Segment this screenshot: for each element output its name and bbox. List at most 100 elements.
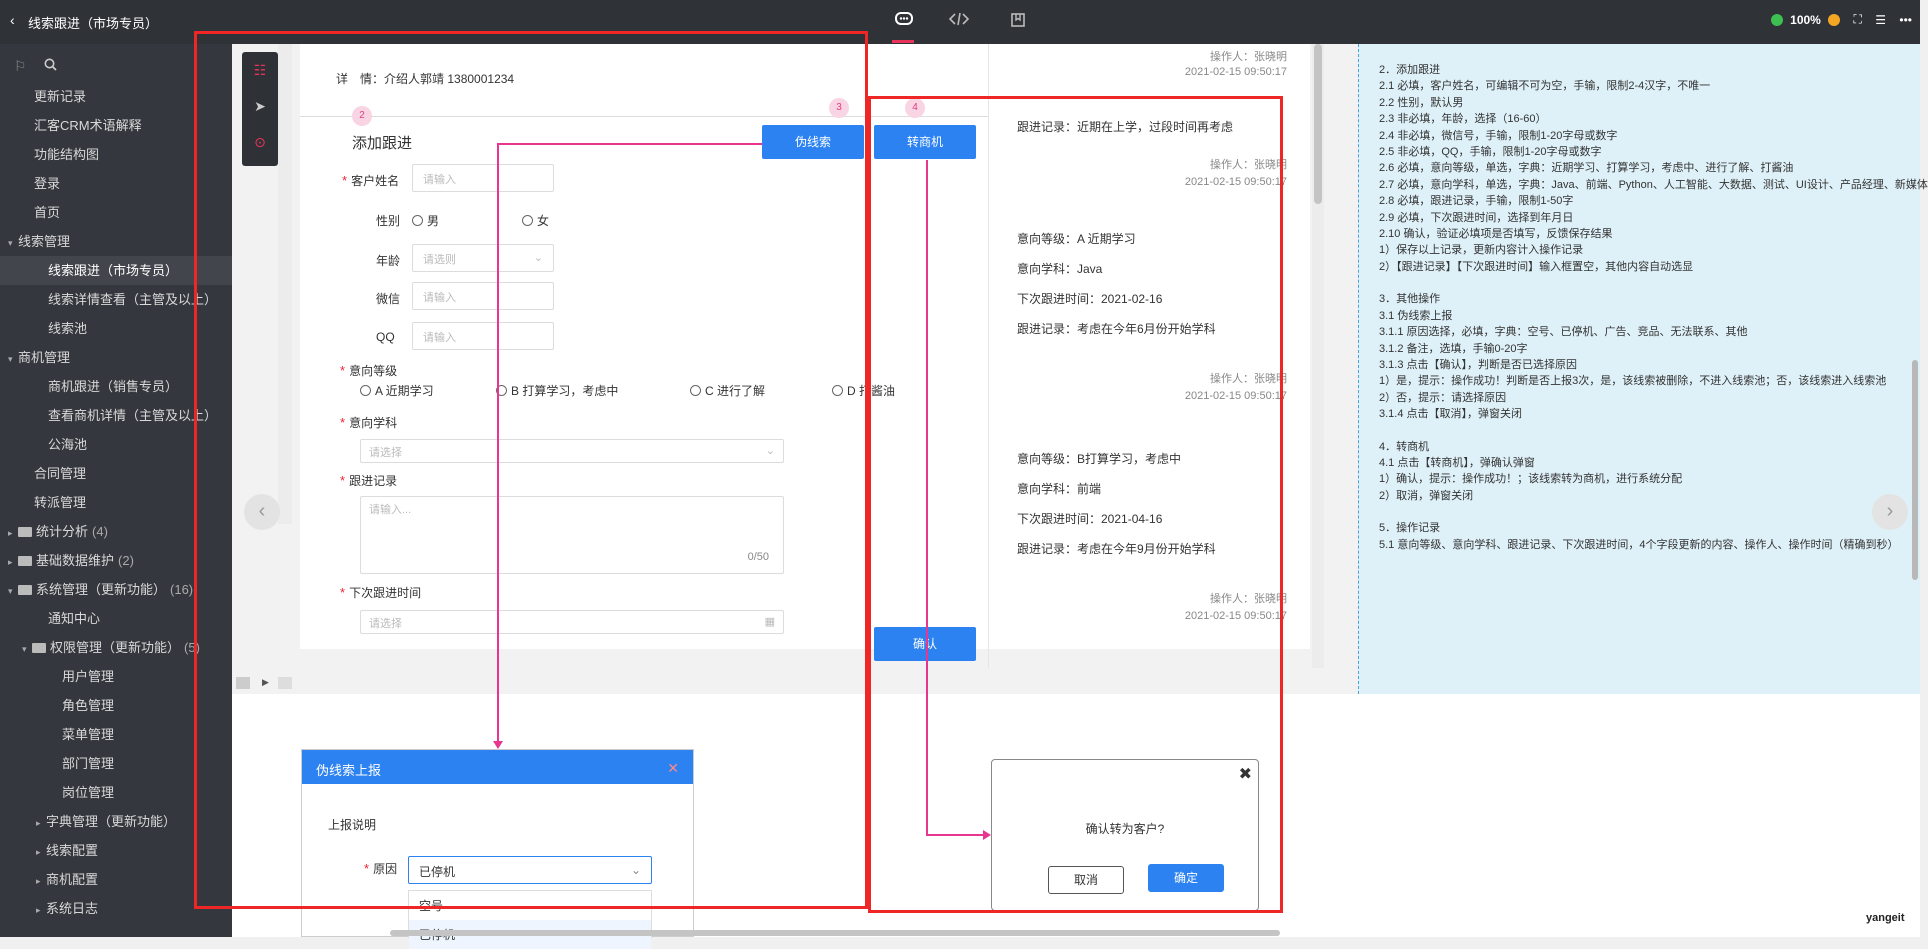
sidebar-item[interactable]: ▸商机配置 — [0, 865, 232, 894]
chevron-down-icon: ⌄ — [765, 445, 775, 457]
sidebar-item[interactable]: ▸线索配置 — [0, 836, 232, 865]
intent-option-a[interactable]: A 近期学习 — [360, 382, 434, 399]
sidebar-item-label: 系统日志 — [46, 901, 99, 916]
intent-option-d[interactable]: D 打酱油 — [832, 382, 895, 399]
sidebar-item[interactable]: 公海池 — [0, 430, 232, 459]
sidebar-item-label: 统计分析 — [36, 524, 89, 539]
sidebar-item[interactable]: 通知中心 — [0, 604, 232, 633]
gender-female-radio[interactable]: 女 — [522, 212, 549, 229]
flag-icon[interactable]: ⚐ — [14, 58, 27, 74]
age-label: 年龄 — [376, 254, 401, 268]
fake-lead-button[interactable]: 伪线索 — [762, 125, 864, 159]
search-icon[interactable] — [44, 58, 58, 74]
sidebar-item[interactable]: ▸统计分析(4) — [0, 517, 232, 546]
sidebar-item-label: 转派管理 — [34, 495, 87, 510]
ok-button[interactable]: 确定 — [1148, 864, 1224, 892]
gender-label: 性别 — [376, 214, 401, 228]
sidebar-item[interactable]: 用户管理 — [0, 662, 232, 691]
history-record: 跟进记录：考虑在今年6月份开始学科 — [1017, 322, 1216, 336]
sidebar-item[interactable]: ▸系统日志 — [0, 894, 232, 923]
next-time-picker[interactable]: 请选择▦ — [360, 610, 784, 634]
connector-line — [497, 143, 762, 145]
wechat-input[interactable]: 请输入 — [412, 282, 554, 310]
pointer-icon[interactable]: ➤ — [254, 98, 266, 114]
annotation-line: 3.1 伪线索上报 — [1379, 309, 1453, 322]
fullscreen-icon[interactable]: ⛶ — [1853, 12, 1862, 27]
more-icon[interactable]: ••• — [1899, 12, 1912, 27]
sidebar-item[interactable]: 登录 — [0, 169, 232, 198]
close-icon[interactable]: ✕ — [667, 760, 679, 776]
qq-input[interactable]: 请输入 — [412, 322, 554, 350]
zoom-in-icon[interactable] — [1828, 13, 1841, 26]
confirm-button[interactable]: 确认 — [874, 627, 976, 661]
intent-option-c[interactable]: C 进行了解 — [690, 382, 765, 399]
h-scroll-right-icon[interactable]: ▶ — [262, 677, 269, 687]
subject-select[interactable]: 请选择⌄ — [360, 439, 784, 463]
h-scroll-track[interactable] — [278, 677, 292, 689]
intent-option-b[interactable]: B 打算学习，考虑中 — [496, 382, 618, 399]
annotation-line: 4．转商机 — [1379, 440, 1430, 453]
chevron-down-icon: ⌄ — [533, 252, 543, 264]
sidebar-item[interactable]: 首页 — [0, 198, 232, 227]
fake-lead-dialog-header: 伪线索上报 ✕ — [302, 750, 693, 784]
sidebar-item-label: 功能结构图 — [34, 147, 100, 162]
customer-name-input[interactable]: 请输入 — [412, 164, 554, 192]
comment-icon[interactable] — [889, 12, 919, 34]
horizontal-scrollbar[interactable] — [390, 930, 1280, 936]
sidebar-item[interactable]: ▸基础数据维护(2) — [0, 546, 232, 575]
sidebar-item-label: 线索跟进（市场专员） — [48, 263, 179, 278]
record-icon[interactable]: ⊙ — [254, 134, 266, 150]
sidebar-item-count: (4) — [92, 524, 108, 539]
left-scrollbar[interactable] — [278, 44, 292, 524]
operator-time: 2021-02-15 09:50:17 — [1184, 176, 1287, 188]
close-icon[interactable]: ✖ — [1238, 766, 1252, 783]
sidebar-item[interactable]: 合同管理 — [0, 459, 232, 488]
sitemap-icon[interactable]: ☷ — [253, 62, 267, 78]
operator-time: 2021-02-15 09:50:17 — [1184, 66, 1287, 78]
sidebar-item[interactable]: 功能结构图 — [0, 140, 232, 169]
sidebar-item[interactable]: 商机跟进（销售专员） — [0, 372, 232, 401]
sidebar-item[interactable]: 更新记录 — [0, 82, 232, 111]
chevron-down-icon: ⌄ — [630, 863, 641, 877]
next-page-icon[interactable]: › — [1872, 494, 1908, 530]
record-textarea[interactable]: 请输入... 0/50 — [360, 496, 784, 574]
brand-logo: yangeit — [1866, 912, 1905, 924]
gender-male-radio[interactable]: 男 — [412, 212, 439, 229]
sidebar-item[interactable]: ▾线索管理 — [0, 227, 232, 256]
scrollbar-thumb[interactable] — [1314, 44, 1322, 204]
sidebar-item[interactable]: 线索跟进（市场专员） — [0, 256, 232, 285]
bookmark-icon[interactable] — [1003, 12, 1033, 34]
sidebar-item-label: 公海池 — [48, 437, 88, 452]
code-icon[interactable] — [944, 12, 974, 34]
sidebar-item[interactable]: 菜单管理 — [0, 720, 232, 749]
convert-opportunity-button[interactable]: 转商机 — [874, 125, 976, 159]
sidebar-item[interactable]: 线索池 — [0, 314, 232, 343]
sidebar-item[interactable]: 部门管理 — [0, 749, 232, 778]
sidebar-item[interactable]: ▸字典管理（更新功能） — [0, 807, 232, 836]
active-tab-indicator — [892, 40, 914, 43]
vertical-scrollbar[interactable] — [1312, 44, 1324, 668]
sidebar-item[interactable]: 查看商机详情（主管及以上） — [0, 401, 232, 430]
age-select[interactable]: 请选则⌄ — [412, 244, 554, 272]
sidebar-item[interactable]: 岗位管理 — [0, 778, 232, 807]
sidebar-item[interactable]: ▾系统管理（更新功能）(16) — [0, 575, 232, 604]
sidebar-item[interactable]: 转派管理 — [0, 488, 232, 517]
history-level: 意向等级：B打算学习，考虑中 — [1017, 452, 1182, 466]
highlight-box — [194, 31, 868, 909]
annotation-line: 5.1 意向等级、意向学科、跟进记录、下次跟进时间，4个字段更新的内容、操作人、… — [1379, 538, 1899, 551]
sidebar-item-label: 角色管理 — [62, 698, 115, 713]
annotation-scrollbar[interactable] — [1912, 360, 1918, 580]
menu-icon[interactable]: ☰ — [1875, 12, 1887, 27]
zoom-out-icon[interactable] — [1770, 13, 1783, 26]
h-scroll-left[interactable] — [236, 677, 250, 689]
sidebar-item[interactable]: ▾商机管理 — [0, 343, 232, 372]
detail-value: 介绍人郭靖 1380001234 — [384, 72, 515, 86]
reason-select[interactable]: 已停机⌄ — [408, 856, 652, 884]
prev-page-icon[interactable]: ‹ — [244, 494, 280, 530]
sidebar-item[interactable]: 角色管理 — [0, 691, 232, 720]
cancel-button[interactable]: 取消 — [1048, 866, 1124, 894]
folder-icon — [32, 643, 46, 653]
back-icon[interactable]: ‹ — [10, 12, 15, 28]
sidebar-item[interactable]: 线索详情查看（主管及以上） — [0, 285, 232, 314]
sidebar-item[interactable]: 汇客CRM术语解释 — [0, 111, 232, 140]
